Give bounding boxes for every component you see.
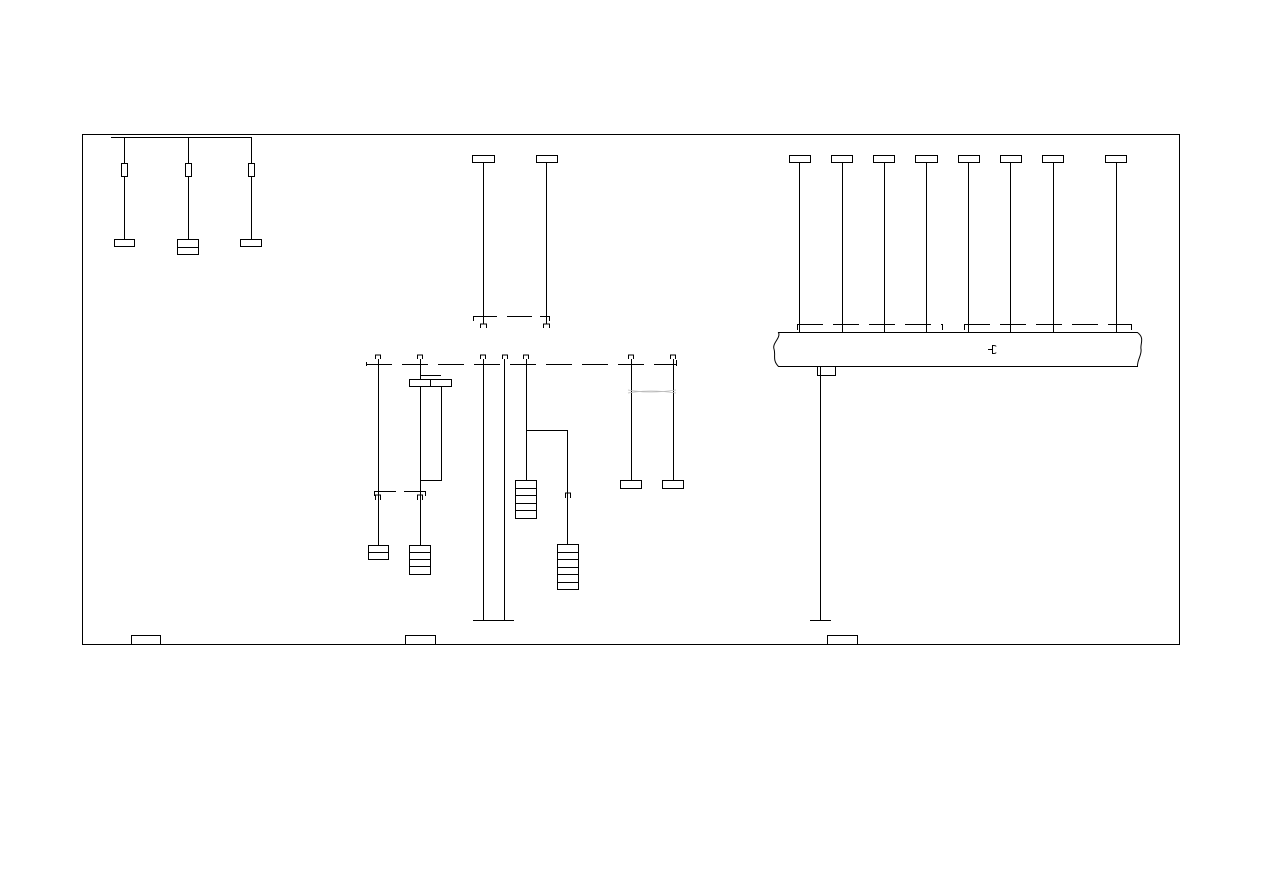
fuse (185, 163, 192, 177)
wire-group-a (368, 359, 426, 560)
pin (502, 354, 508, 359)
fuse-group (111, 137, 262, 255)
pin (480, 354, 486, 359)
module-group (773, 155, 1143, 621)
wire-group-c (515, 359, 579, 590)
pin (543, 323, 550, 328)
connector-box (789, 155, 811, 163)
sheet-tab-2 (405, 635, 436, 645)
fuse (248, 163, 255, 177)
pin (628, 354, 634, 359)
diagram-frame (82, 134, 1180, 645)
splice-box (430, 379, 452, 387)
pin (670, 354, 676, 359)
twisted-pair-group (620, 359, 684, 489)
connector-box (515, 480, 537, 519)
pin (375, 354, 381, 359)
connector-box (536, 155, 558, 163)
connector-box (873, 155, 895, 163)
connector-box (915, 155, 938, 163)
connector-box (1105, 155, 1127, 163)
splice-box (409, 379, 431, 387)
ground-group (473, 359, 514, 621)
pin (565, 492, 571, 498)
connector-row (366, 354, 677, 366)
connector-box (114, 239, 135, 247)
middle-top-group (472, 155, 558, 328)
fuse (121, 163, 128, 177)
pin (523, 354, 529, 359)
twist-marker (627, 389, 677, 394)
connector-box (958, 155, 980, 163)
sheet-tab-1 (131, 635, 161, 645)
sheet-tab-3 (827, 635, 858, 645)
wire-group-b (409, 359, 452, 575)
module-symbol (988, 345, 997, 354)
connector-box (240, 239, 262, 247)
connector-box (662, 480, 684, 489)
connector-box (831, 155, 853, 163)
pin (375, 494, 381, 500)
control-module (773, 332, 1143, 367)
connector-box (817, 366, 836, 376)
connector-box (620, 480, 642, 489)
connector-box (472, 155, 495, 163)
pin (417, 354, 423, 359)
pin (480, 323, 487, 328)
connector-box (1000, 155, 1022, 163)
connector-box (1042, 155, 1064, 163)
